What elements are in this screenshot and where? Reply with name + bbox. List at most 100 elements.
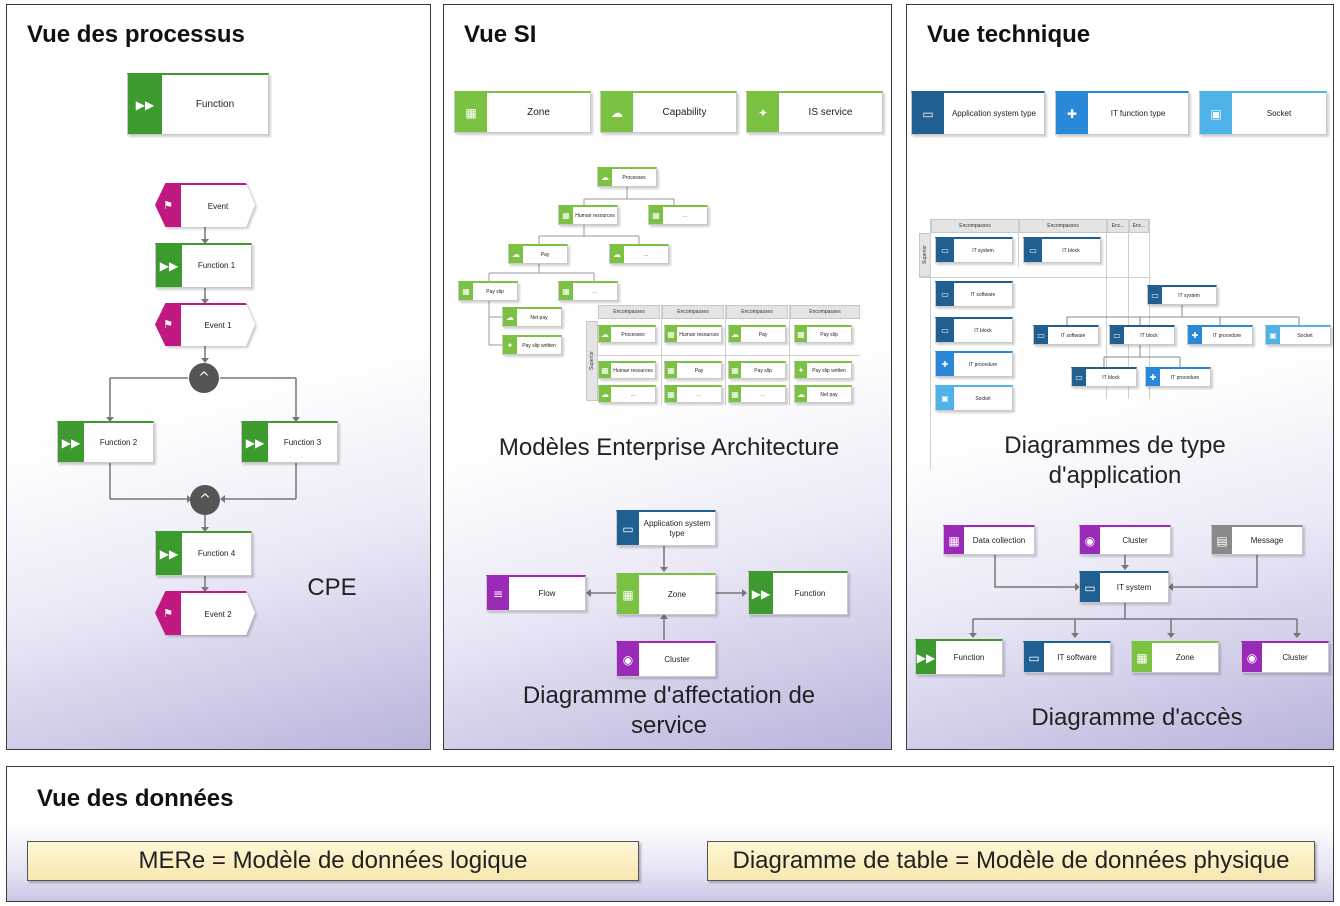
tech-tree-label: Socket [1297,332,1313,339]
tech-matrix-header-3: Enc... [1107,219,1129,233]
tree-node-label: ... [682,212,688,219]
tech-matrix-it-system: ▭ IT system [935,237,1013,263]
function-4-label: Function 4 [197,549,236,558]
app-system-icon: ▭ [1024,239,1042,262]
is-service-icon: ✦ [795,363,807,378]
capability-icon: ☁ [795,387,807,402]
legend-it-function-type: ✚ IT function type [1055,91,1189,135]
svc-app-system-type: ▭ Application system type [616,510,716,546]
tech-matrix-header-1: Encompasses [931,219,1019,233]
data-view-title: Vue des données [37,785,234,812]
event-icon: ⚑ [155,303,181,346]
zone-icon: ▦ [729,387,741,402]
tech-tree-it-system: ▭ IT system [1147,285,1217,305]
service-allocation-label: Diagramme d'affectation de service [522,682,816,739]
function-3: ▶▶ Function 3 [241,421,338,463]
tech-matrix-it-procedure: ✚ IT procedure [935,351,1013,377]
tree-node-label: Human resources [575,212,615,219]
function-icon: ▶▶ [242,423,268,462]
tree-pay-slip: ▦ Pay slip [458,281,518,301]
data-collection-icon: ▦ [944,527,964,554]
function-icon: ▶▶ [749,573,773,614]
svc-function: ▶▶ Function [748,571,848,615]
function-4: ▶▶ Function 4 [155,531,252,576]
si-matrix-cell-label: ... [760,391,766,398]
tree-node-label: ... [643,251,649,258]
capability-icon: ☁ [599,327,611,342]
tech-matrix-label: IT block [974,327,992,334]
zone-icon: ▦ [617,575,639,614]
tree-processes: ☁ Processes [597,167,657,187]
tree-node-label: Pay [540,251,550,258]
tech-matrix-header-4: Enc... [1129,219,1149,233]
function-icon: ▶▶ [58,423,84,462]
si-matrix-cell-label: Net pay [820,391,838,398]
zone-icon: ▦ [455,93,487,132]
si-matrix-cell-label: Human resources [679,331,719,338]
grid-line [1149,219,1150,399]
grid-line [1018,219,1019,267]
access-diagram-connectors [969,555,1301,638]
is-service-icon: ✦ [747,93,779,132]
si-matrix-cell-label: ... [696,391,702,398]
tech-tree-it-software: ▭ IT software [1033,325,1099,345]
tech-matrix-label: IT block [1062,247,1080,254]
zone-icon: ▦ [559,283,573,300]
cluster-icon: ◉ [617,643,639,676]
tech-matrix-it-software: ▭ IT software [935,281,1013,307]
cluster-icon: ◉ [1080,527,1100,554]
it-function-icon: ✚ [1056,93,1088,134]
ea-models-label: Modèles Enterprise Architecture [498,434,840,461]
tech-tree-label: IT system [1178,292,1200,299]
si-matrix-cell: ▦ Pay slip [728,361,786,379]
capability-icon: ☁ [601,93,633,132]
tree-pay-slip-written: ✦ Pay slip written [502,335,562,355]
zone-icon: ▦ [665,363,677,378]
svc-flow: ≡ Flow [486,575,586,611]
it-block-icon: ▭ [936,319,954,342]
si-matrix-header-4: Encompasses [790,305,860,319]
tech-tree-label: IT procedure [1212,332,1242,339]
socket-icon: ▣ [1200,93,1232,134]
app-system-icon: ▭ [1080,573,1100,602]
tree-node-label: Processes [622,174,646,181]
process-view-panel: Vue des processus [6,4,431,750]
legend-zone: ▦ Zone [454,91,591,133]
capability-icon: ☁ [509,246,523,263]
si-matrix-cell-label: Processes [621,331,645,338]
access-message: ▤ Message [1211,525,1303,555]
app-system-icon: ▭ [936,239,954,262]
tree-node-label: Pay slip [486,288,504,295]
capability-icon: ☁ [610,246,624,263]
legend-capability: ☁ Capability [600,91,737,133]
tree-human-resources: ▦ Human resources [558,205,618,225]
app-type-diagrams-label: Diagrammes de type d'application [1004,432,1226,489]
grid-line [930,219,931,469]
access-diagram-label: Diagramme d'accès [1031,704,1243,731]
capability-icon: ☁ [598,169,612,186]
tech-tree-label: IT software [1060,332,1086,339]
si-matrix-cell: ☁ Processes [598,325,656,343]
event-1-shape: ⚑ Event 1 [155,303,255,346]
tech-matrix-it-block-2: ▭ IT block [935,317,1013,343]
access-top-label: Message [1250,535,1284,545]
app-system-icon: ▭ [1148,287,1162,304]
logical-data-model-box: MERe = Modèle de données logique [27,841,639,881]
legend-app-system-type: ▭ Application system type [911,91,1045,135]
si-matrix-cell: ▦ Pay slip [794,325,852,343]
data-view-panel: Vue des données MERe = Modèle de données… [6,766,1334,902]
si-matrix-header-1: Encompasses [598,305,660,319]
tree-pay: ☁ Pay [508,244,568,264]
access-data-collection: ▦ Data collection [943,525,1035,555]
tech-matrix-label: IT procedure [968,361,998,368]
function-1-label: Function 1 [197,261,236,270]
zone-icon: ▦ [665,327,677,342]
function-icon: ▶▶ [156,245,182,287]
it-procedure-icon: ✚ [1188,327,1202,344]
grid-line [1106,219,1107,399]
zone-icon: ▦ [459,283,473,300]
it-block-icon: ▭ [1110,327,1124,344]
tech-view-panel: Vue technique ▭ Application system type … [906,4,1334,750]
tech-tree-label: IT block [1102,374,1120,381]
event-2-label: Event 2 [181,591,255,635]
